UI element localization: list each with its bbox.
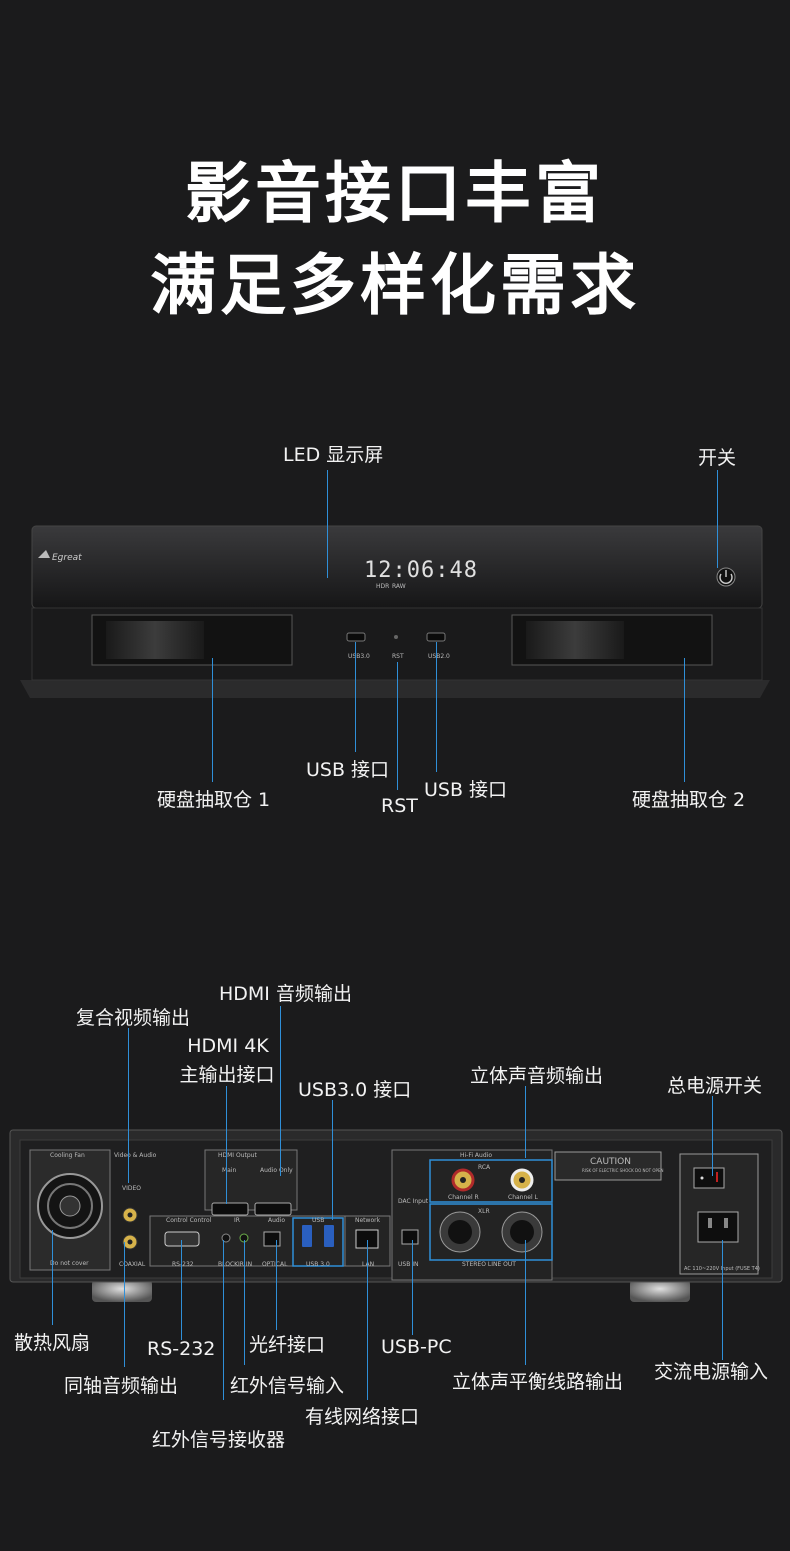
headline-line-1: 影音接口丰富	[185, 155, 605, 232]
leader-balanced-out	[525, 1240, 526, 1365]
callout-drive-bay-1: 硬盘抽取仓 1	[157, 789, 271, 811]
leader-led	[327, 470, 328, 578]
silk-power-input: AC 110~220V Input (FUSE T4)	[684, 1266, 760, 1272]
leader-usb-pc	[412, 1240, 413, 1335]
leader-hdmi-4k	[226, 1086, 227, 1204]
callout-ir-receiver: 红外信号接收器	[152, 1429, 286, 1451]
silk-xlr: XLR	[478, 1208, 490, 1215]
silk-video: VIDEO	[122, 1185, 142, 1192]
rear-device-illustration	[9, 1129, 783, 1302]
leader-optical	[276, 1240, 277, 1330]
front-device-illustration	[20, 525, 770, 698]
leader-cooling-fan	[52, 1230, 53, 1325]
silk-usb30: USB 3.0	[306, 1261, 330, 1268]
silk-cooling-fan: Cooling Fan	[50, 1152, 85, 1159]
silk-caution: CAUTION	[590, 1157, 631, 1167]
callout-stereo-audio: 立体声音频输出	[470, 1065, 604, 1087]
silk-video-audio: Video & Audio	[114, 1152, 157, 1159]
silk-lan: LAN	[362, 1261, 375, 1268]
callout-drive-bay-2: 硬盘抽取仓 2	[632, 789, 746, 811]
callout-balanced-out: 立体声平衡线路输出	[452, 1371, 624, 1393]
leader-usb-left	[355, 642, 356, 752]
callout-coaxial-audio: 同轴音频输出	[64, 1375, 179, 1397]
brand-logo: Egreat	[52, 553, 82, 563]
callout-usb-right: USB 接口	[424, 779, 508, 801]
leader-coaxial	[124, 1242, 125, 1367]
callout-ir-input: 红外信号输入	[230, 1375, 345, 1397]
silk-rca: RCA	[478, 1164, 491, 1171]
silk-main: Main	[222, 1167, 237, 1174]
silk-audio-only: Audio Only	[260, 1167, 293, 1174]
leader-stereo-audio	[525, 1086, 526, 1158]
leader-usb-right	[436, 642, 437, 772]
silk-optical: OPTICAL	[262, 1261, 288, 1268]
callout-ac-input: 交流电源输入	[654, 1361, 769, 1383]
silk-usb-in: USB IN	[398, 1261, 419, 1268]
callout-hdmi-4k-line1: HDMI 4K	[187, 1035, 269, 1057]
callout-hdmi-4k-line2: 主输出接口	[179, 1064, 275, 1086]
silk-dac-input: DAC Input	[398, 1198, 429, 1205]
leader-power	[717, 470, 718, 568]
leader-ac-input	[722, 1240, 723, 1360]
silk-channel-l: Channel L	[508, 1194, 538, 1201]
front-panel-section: LED 显示屏 开关	[20, 444, 770, 817]
callout-composite-video: 复合视频输出	[76, 1007, 191, 1029]
silk-hdmi-output: HDMI Output	[218, 1152, 257, 1159]
led-clock: 12:06:48	[364, 558, 478, 583]
leader-ethernet	[367, 1240, 368, 1400]
silk-usb: USB	[312, 1217, 325, 1224]
port-tag-rst: RST	[392, 653, 404, 660]
silk-do-not-cover: Do not cover	[50, 1260, 89, 1267]
silk-ir-in: IR IN	[238, 1261, 253, 1268]
indicator-hdr: HDR	[376, 583, 390, 590]
leader-hdmi-audio	[280, 1006, 281, 1176]
leader-ir-receiver	[223, 1240, 224, 1400]
silk-network: Network	[355, 1217, 381, 1224]
headline-line-2: 满足多样化需求	[150, 247, 640, 324]
callout-optical: 光纤接口	[249, 1334, 326, 1356]
callout-rst: RST	[381, 795, 418, 817]
leader-rs232	[181, 1240, 182, 1340]
silk-rs232: RS-232	[172, 1261, 194, 1268]
silk-ir: IR	[234, 1217, 240, 1224]
port-tag-usb-left: USB3.0	[348, 653, 370, 660]
leader-ir-input	[244, 1240, 245, 1365]
silk-hifi-audio: Hi-Fi Audio	[460, 1152, 492, 1159]
callout-rs232: RS-232	[147, 1338, 216, 1360]
callout-usb-left: USB 接口	[306, 759, 390, 781]
silk-channel-r: Channel R	[448, 1194, 479, 1201]
leader-rst	[397, 662, 398, 790]
rear-panel-section: HDMI 音频输出 复合视频输出 HDMI 4K 主输出接口 USB3.0 接口…	[0, 900, 790, 1551]
callout-usb30: USB3.0 接口	[298, 1079, 412, 1101]
silk-coaxial: COAXIAL	[119, 1261, 146, 1268]
port-tag-usb-right: USB2.0	[428, 653, 450, 660]
callout-led-display: LED 显示屏	[283, 444, 384, 466]
leader-master-power	[712, 1096, 713, 1176]
silk-ir-block: BLOCK	[218, 1261, 239, 1268]
callout-hdmi-audio: HDMI 音频输出	[219, 983, 352, 1005]
leader-bay1	[212, 658, 213, 782]
callout-usb-pc: USB-PC	[381, 1336, 452, 1358]
callout-master-power: 总电源开关	[667, 1075, 763, 1097]
leader-composite-video	[128, 1028, 129, 1183]
silk-control: Control Control	[166, 1217, 212, 1224]
leader-bay2	[684, 658, 685, 782]
silk-audio: Audio	[268, 1217, 286, 1224]
leader-usb30	[332, 1100, 333, 1220]
silk-stereo-line-out: STEREO LINE OUT	[462, 1261, 516, 1268]
callout-power-switch: 开关	[698, 447, 737, 469]
silk-caution-sub: RISK OF ELECTRIC SHOCK DO NOT OPEN	[582, 1168, 664, 1173]
indicator-raw: RAW	[392, 583, 406, 590]
callout-ethernet: 有线网络接口	[305, 1406, 420, 1428]
callout-cooling-fan: 散热风扇	[14, 1332, 91, 1354]
